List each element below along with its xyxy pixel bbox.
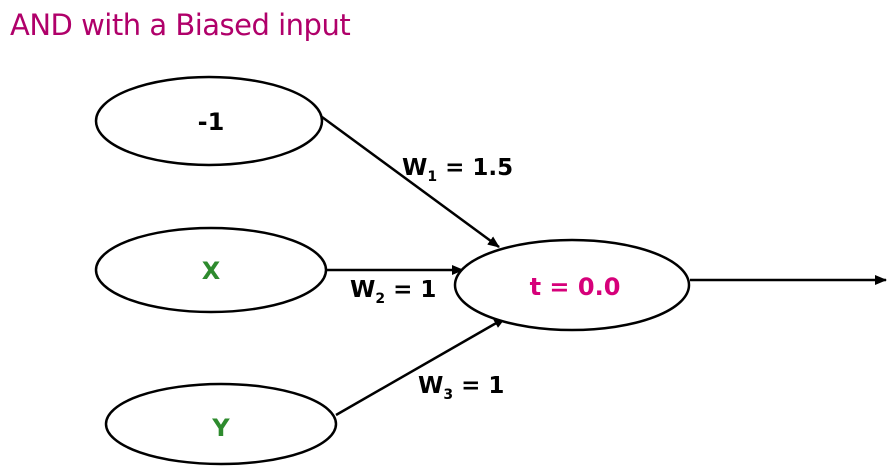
weight-label-w1: W1 = 1.5 [402,155,513,185]
node-bias: -1 [94,75,324,167]
node-bias-label: -1 [198,108,225,136]
weight-w2-sub: 2 [375,291,385,307]
weight-w1-value: = 1.5 [445,155,513,181]
edge-y-to-neuron [335,316,506,417]
weight-label-w2: W2 = 1 [350,277,436,307]
neuron-threshold-label: t = 0.0 [530,273,621,301]
weight-w1-sub: 1 [427,169,437,185]
weight-label-w3: W3 = 1 [418,373,504,403]
weight-w2-name: W [350,277,375,303]
weight-w2-value: = 1 [393,277,436,303]
node-y: Y [104,382,338,466]
weight-w3-name: W [418,373,443,399]
node-x-label: X [202,257,221,285]
edge-bias-to-neuron [321,115,500,249]
page-title: AND with a Biased input [10,8,351,42]
node-y-label: Y [211,414,230,442]
weight-w3-sub: 3 [443,387,453,403]
node-neuron: t = 0.0 [453,238,691,332]
weight-w1-name: W [402,155,427,181]
node-x: X [94,226,328,314]
weight-w3-value: = 1 [461,373,504,399]
